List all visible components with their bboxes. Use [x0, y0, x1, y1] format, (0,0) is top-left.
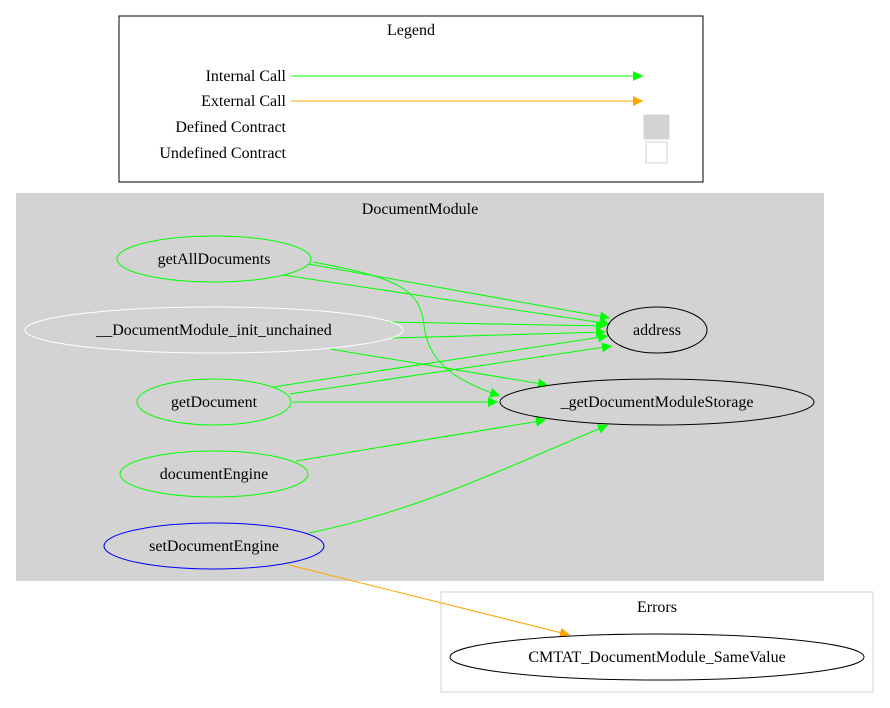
legend-undefined-contract-swatch — [645, 141, 668, 164]
node-init-unchained[interactable]: __DocumentModule_init_unchained — [24, 306, 404, 354]
edge-getdocument-address-1 — [272, 332, 609, 388]
legend-title: Legend — [387, 22, 435, 39]
edge-init-storage — [329, 348, 549, 389]
legend-defined-contract-label: Defined Contract — [175, 119, 286, 136]
node-get-document-module-storage-label: _getDocumentModuleStorage — [560, 394, 754, 411]
edges — [272, 261, 613, 638]
node-set-document-engine-label: setDocumentEngine — [149, 538, 279, 555]
errors-cluster: Errors — [440, 591, 874, 693]
node-get-all-documents[interactable]: getAllDocuments — [116, 235, 312, 283]
node-get-document-module-storage[interactable]: _getDocumentModuleStorage — [499, 378, 815, 426]
legend-box — [118, 15, 704, 183]
edge-setdocumentengine-storage — [308, 424, 609, 534]
edge-getalldocuments-address-1 — [307, 263, 611, 322]
node-address-label: address — [633, 322, 681, 339]
node-document-engine-label: documentEngine — [160, 466, 268, 483]
legend-undefined-contract-label: Undefined Contract — [159, 145, 286, 162]
document-module-title: DocumentModule — [362, 201, 478, 218]
edge-setdocumentengine-error — [288, 564, 571, 638]
edge-documentengine-storage — [295, 416, 547, 462]
document-module-cluster: DocumentModule — [16, 193, 824, 581]
node-error-same-value-label: CMTAT_DocumentModule_SameValue — [528, 649, 785, 666]
errors-title: Errors — [637, 599, 677, 616]
legend: Legend Internal Call External Call Defin… — [118, 15, 704, 183]
node-document-engine[interactable]: documentEngine — [119, 450, 309, 498]
legend-external-call-label: External Call — [201, 93, 286, 110]
errors-box — [440, 591, 874, 693]
edge-init-address-2 — [391, 327, 607, 339]
node-error-same-value[interactable]: CMTAT_DocumentModule_SameValue — [449, 633, 865, 681]
node-init-unchained-label: __DocumentModule_init_unchained — [95, 322, 332, 339]
node-get-all-documents-label: getAllDocuments — [158, 251, 271, 268]
nodes: getAllDocuments __DocumentModule_init_un… — [24, 235, 865, 681]
legend-defined-contract-swatch — [643, 114, 670, 140]
node-get-document-label: getDocument — [171, 394, 258, 411]
edge-getalldocuments-address-2 — [282, 274, 611, 328]
node-get-document[interactable]: getDocument — [136, 378, 292, 426]
legend-internal-call-label: Internal Call — [206, 68, 287, 85]
document-module-background — [16, 193, 824, 581]
node-address[interactable]: address — [606, 306, 708, 354]
edge-getdocument-address-2 — [289, 342, 613, 395]
edge-init-address-1 — [387, 320, 607, 331]
node-set-document-engine[interactable]: setDocumentEngine — [103, 522, 325, 570]
